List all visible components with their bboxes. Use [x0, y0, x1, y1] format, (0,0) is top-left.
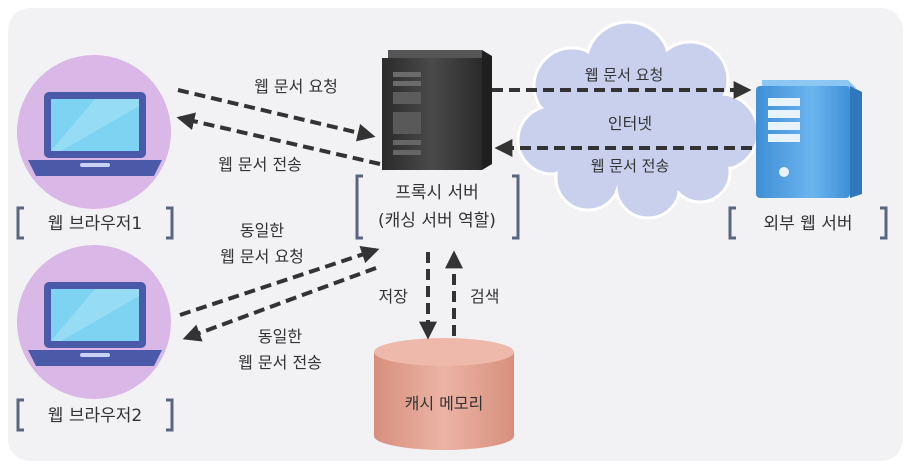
- label-external-response: 웹 문서 전송: [591, 157, 670, 175]
- label-request-2-line1: 동일한: [240, 221, 284, 240]
- label-response-2-line2: 웹 문서 전송: [238, 353, 322, 372]
- label-search: 검색: [470, 287, 499, 306]
- internet-cloud: 인터넷: [516, 20, 760, 220]
- proxy-label-line1: 프록시 서버: [395, 183, 479, 203]
- client-2-label-bracket: 웹 브라우저2: [16, 398, 174, 432]
- external-label: 외부 웹 서버: [763, 214, 852, 234]
- cache-label: 캐시 메모리: [405, 394, 484, 413]
- database-cylinder-icon: [374, 338, 514, 450]
- label-response-2-line1: 동일한: [258, 327, 302, 346]
- label-request-1: 웹 문서 요청: [254, 77, 338, 96]
- proxy-server: 프록시 서버 (캐싱 서버 역할): [355, 50, 520, 240]
- arrow-request-2: [179, 245, 380, 317]
- label-store: 저장: [379, 287, 409, 306]
- client-1-label-bracket: 웹 브라우저1: [16, 206, 174, 240]
- client-1: 웹 브라우저1: [16, 55, 174, 240]
- laptop-icon: [28, 282, 162, 366]
- proxy-label-line2: (캐싱 서버 역할): [378, 211, 496, 231]
- proxy-label-bracket: 프록시 서버 (캐싱 서버 역할): [355, 174, 520, 240]
- laptop-icon: [28, 92, 162, 176]
- external-server: 외부 웹 서버: [728, 80, 888, 240]
- external-server-icon: [756, 80, 862, 198]
- label-external-request: 웹 문서 요청: [585, 66, 664, 84]
- label-request-2-line2: 웹 문서 요청: [220, 247, 304, 266]
- client-2-label: 웹 브라우저2: [48, 406, 142, 426]
- external-label-bracket: 외부 웹 서버: [728, 206, 888, 240]
- arrow-response-1: [176, 112, 381, 166]
- client-2: 웹 브라우저2: [16, 245, 174, 432]
- client-1-label: 웹 브라우저1: [48, 214, 142, 234]
- cache-memory: 캐시 메모리: [374, 338, 514, 450]
- server-tower-icon: [382, 50, 492, 170]
- cloud-label: 인터넷: [608, 114, 652, 133]
- arrows: [176, 81, 752, 342]
- label-response-1: 웹 문서 전송: [218, 155, 302, 174]
